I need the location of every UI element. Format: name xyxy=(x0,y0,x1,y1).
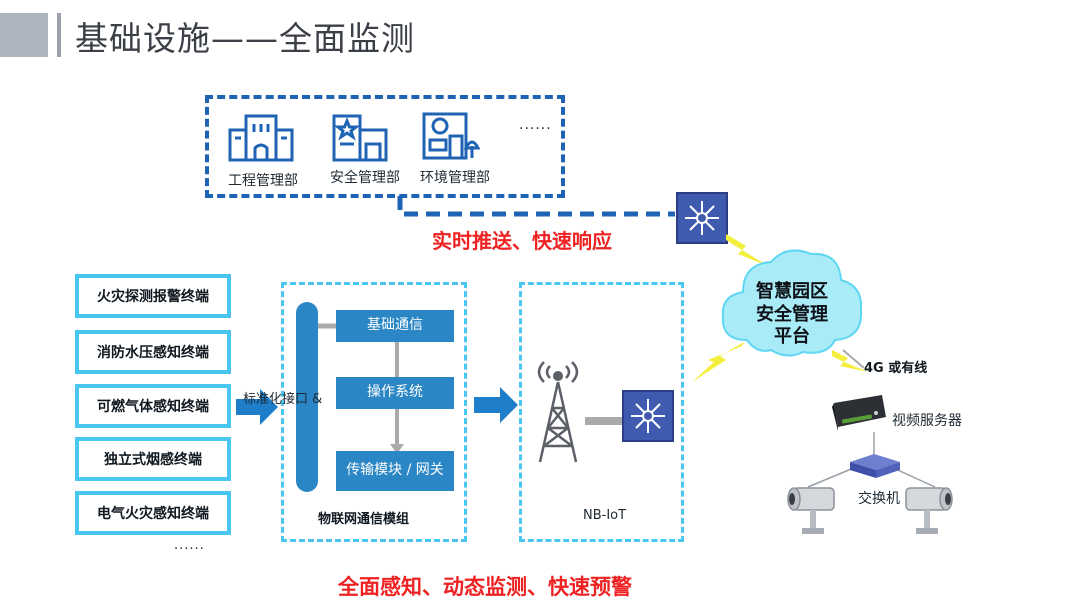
module-block-os: 操作系统 xyxy=(336,377,454,409)
department-label-engineering: 工程管理部 xyxy=(228,173,298,189)
realtime-push-text: 实时推送、快速响应 xyxy=(432,229,612,253)
iot-module-caption: 物联网通信模组 xyxy=(318,512,410,527)
module-block-gateway: 传输模块 / 网关 xyxy=(336,451,454,491)
safety-building-icon xyxy=(332,114,388,162)
dept-router-link xyxy=(397,196,675,217)
nbiot-box xyxy=(519,282,684,542)
department-label-environment: 环境管理部 xyxy=(420,170,490,186)
cloud-label-line: 智慧园区 xyxy=(756,281,828,302)
cloud-server-link xyxy=(842,349,865,369)
nbiot-caption: NB-IoT xyxy=(583,508,627,523)
cloud-label-line: 安全管理 xyxy=(756,303,828,325)
switch-label: 交换机 xyxy=(858,491,900,507)
terminal-item: 可燃气体感知终端 xyxy=(75,384,231,428)
video-server-label: 视频服务器 xyxy=(892,413,962,429)
terminal-more: ...... xyxy=(174,538,205,553)
bottom-slogan: 全面感知、动态监测、快速预警 xyxy=(338,575,632,599)
arrow-right-icon xyxy=(474,387,518,423)
department-label-safety: 安全管理部 xyxy=(330,170,400,186)
security-camera-icon xyxy=(787,487,835,534)
module-block-communication: 基础通信 xyxy=(336,310,454,342)
office-building-icon xyxy=(228,114,294,162)
iot-module-box xyxy=(281,282,467,542)
standard-interface-bar xyxy=(296,302,318,492)
cloud-platform-label: 智慧园区 安全管理 平台 xyxy=(737,281,847,349)
stack-arrowhead xyxy=(390,444,404,454)
router-icon xyxy=(622,390,674,442)
arrow-right-icon xyxy=(236,389,278,425)
environment-building-icon xyxy=(422,112,480,160)
router-icon xyxy=(676,192,728,244)
department-more: ...... xyxy=(519,117,552,133)
standard-interface-label: 标准化接口 & xyxy=(243,392,323,407)
page-title: 基础设施——全面监测 xyxy=(75,19,415,58)
switch-icon xyxy=(850,454,900,478)
link-type-label: 4G 或有线 xyxy=(864,361,928,376)
lightning-icon xyxy=(692,342,744,382)
video-server-icon xyxy=(832,395,886,431)
terminal-item: 独立式烟感终端 xyxy=(75,437,231,481)
title-accent-block xyxy=(0,13,48,57)
security-camera-icon xyxy=(905,487,953,534)
lightning-icon xyxy=(726,234,768,266)
terminal-item: 消防水压感知终端 xyxy=(75,330,231,374)
cloud-icon xyxy=(721,249,863,357)
cloud-label-line: 平台 xyxy=(774,326,810,347)
department-box xyxy=(205,95,565,198)
signal-tower-icon xyxy=(537,361,579,463)
terminal-item: 电气火灾感知终端 xyxy=(75,491,231,535)
lightning-icon xyxy=(832,350,868,372)
title-divider xyxy=(57,13,61,57)
terminal-item: 火灾探测报警终端 xyxy=(75,274,231,318)
